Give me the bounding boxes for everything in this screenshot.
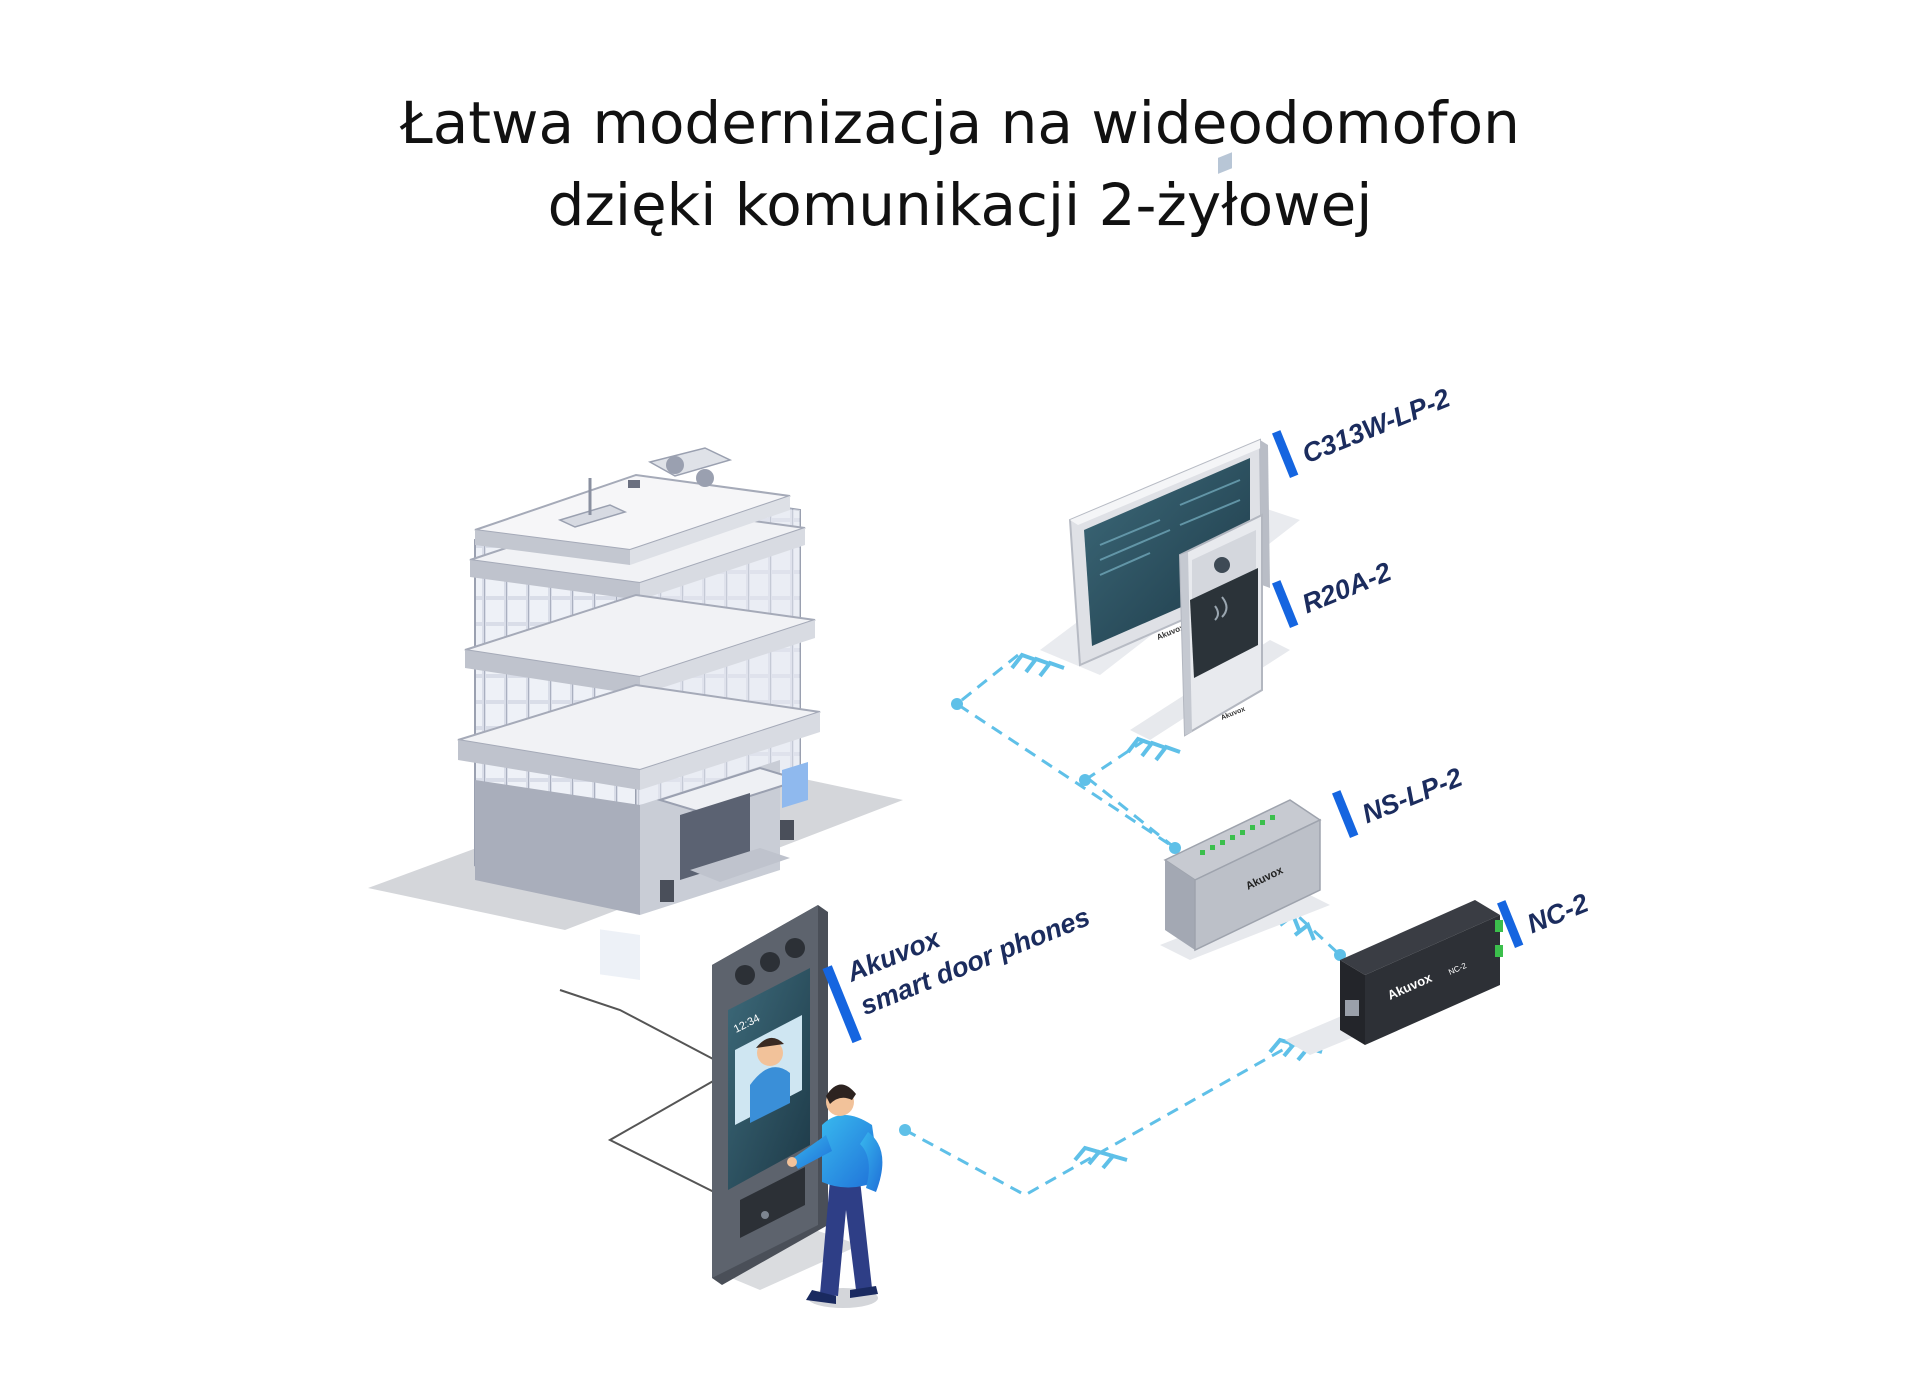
building-roof xyxy=(474,447,791,565)
network-converter-icon: Akuvox NC-2 xyxy=(1285,900,1503,1055)
connection-dots xyxy=(899,698,1346,1136)
building-wire-1 xyxy=(559,989,716,1061)
page-title: Łatwa modernizacja na wideodomofon dzięk… xyxy=(0,82,1920,246)
line-door xyxy=(1084,736,1149,782)
building-icon xyxy=(368,447,903,980)
line-switch-converter xyxy=(1268,888,1342,957)
building-tower xyxy=(457,484,821,980)
title-line-1: Łatwa modernizacja na wideodomofon xyxy=(400,89,1520,157)
person-icon xyxy=(787,1084,883,1308)
network-switch-icon: Akuvox xyxy=(1160,799,1330,960)
building-wire-2 xyxy=(607,1079,721,1196)
connection-lines xyxy=(904,653,1342,1197)
door-station-icon: Akuvox xyxy=(1130,152,1290,740)
title-line-2: dzięki komunikacji 2-żyłowej xyxy=(547,171,1373,239)
smart-door-phone-icon: 12:34 xyxy=(712,905,860,1290)
line-phone-converter xyxy=(904,1038,1301,1197)
line-monitor-door-switch xyxy=(954,653,1176,850)
